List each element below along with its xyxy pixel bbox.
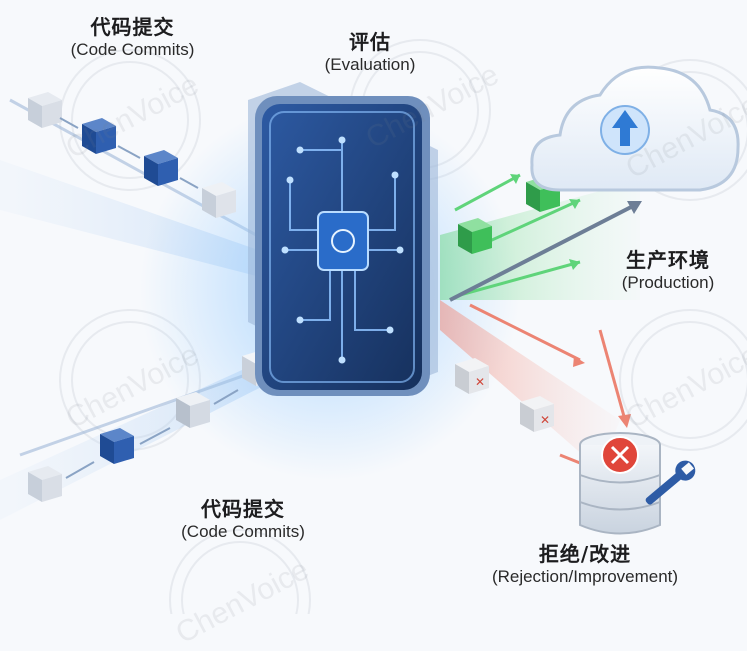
label-rejection: 拒绝/改进 (Rejection/Improvement) bbox=[440, 542, 730, 588]
commit-cube bbox=[28, 92, 62, 128]
label-zh: 评估 bbox=[300, 30, 440, 54]
pipeline-diagram: ✕ ✕ bbox=[0, 0, 747, 614]
label-en: (Evaluation) bbox=[300, 54, 440, 76]
label-en: (Code Commits) bbox=[148, 521, 338, 543]
label-en: (Code Commits) bbox=[40, 39, 225, 61]
svg-text:✕: ✕ bbox=[475, 375, 485, 389]
chip-icon bbox=[318, 212, 368, 270]
label-evaluation: 评估 (Evaluation) bbox=[300, 30, 440, 76]
commit-cube bbox=[100, 428, 134, 464]
database-icon bbox=[580, 433, 699, 534]
label-code-commits-top: 代码提交 (Code Commits) bbox=[40, 15, 225, 61]
svg-text:✕: ✕ bbox=[540, 413, 550, 427]
label-en: (Rejection/Improvement) bbox=[440, 566, 730, 588]
commit-cube bbox=[202, 182, 236, 218]
label-production: 生产环境 (Production) bbox=[598, 248, 738, 294]
commit-cube bbox=[28, 466, 62, 502]
commit-cube bbox=[176, 392, 210, 428]
label-zh: 代码提交 bbox=[148, 497, 338, 521]
commit-cube bbox=[82, 118, 116, 154]
commit-cube bbox=[144, 150, 178, 186]
label-code-commits-bottom: 代码提交 (Code Commits) bbox=[148, 497, 338, 543]
label-zh: 生产环境 bbox=[598, 248, 738, 272]
cloud-icon bbox=[532, 67, 738, 190]
label-en: (Production) bbox=[598, 272, 738, 294]
evaluation-gate bbox=[248, 82, 438, 396]
label-zh: 拒绝/改进 bbox=[440, 542, 730, 566]
label-zh: 代码提交 bbox=[40, 15, 225, 39]
